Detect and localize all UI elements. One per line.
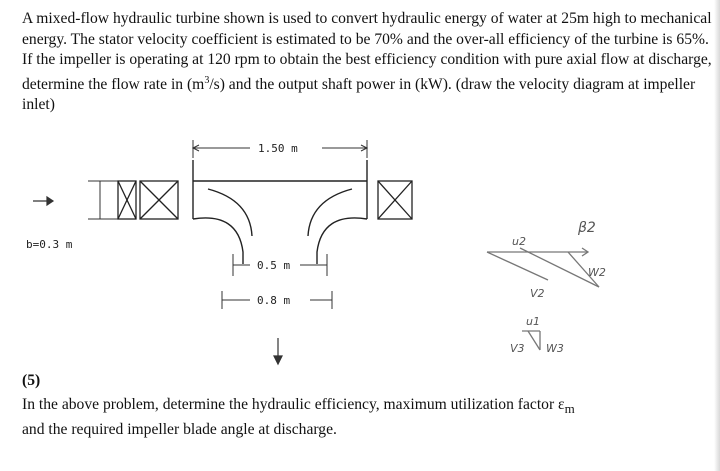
dimension-outlet-label: 0.8 m	[257, 294, 290, 307]
problem-text: A mixed-flow hydraulic turbine shown is …	[22, 10, 712, 93]
problem-text-end: /s) and the output shaft power in (kW). …	[22, 75, 696, 114]
question-number: (5)	[22, 372, 41, 389]
guide-vanes	[117, 180, 413, 220]
outflow-arrow	[273, 338, 283, 366]
dimension-outer-label: 1.50 m	[258, 142, 298, 155]
inflow-arrow	[33, 195, 55, 207]
runner	[192, 160, 368, 264]
unit-base: (m	[186, 75, 205, 93]
unit-superscript: 3	[204, 74, 210, 86]
dimension-outlet	[221, 291, 333, 309]
question-statement: In the above problem, determine the hydr…	[22, 395, 712, 440]
label-u2: u2	[512, 235, 526, 248]
label-v3: V3	[510, 342, 525, 355]
velocity-triangle-sketch	[486, 247, 600, 351]
question-subscript: m	[564, 401, 575, 417]
dimension-b-label: b=0.3 m	[26, 238, 73, 251]
label-u1: u1	[526, 315, 540, 328]
problem-statement: A mixed-flow hydraulic turbine shown is …	[22, 9, 712, 116]
dimension-inner-label: 0.5 m	[257, 259, 290, 272]
question-text: In the above problem, determine the hydr…	[22, 396, 565, 413]
label-beta2: β2	[577, 220, 596, 236]
label-w3: W3	[546, 342, 564, 355]
question-text-end: and the required impeller blade angle at…	[22, 420, 337, 438]
page-edge-shadow	[714, 0, 720, 471]
label-v2: V2	[530, 287, 545, 300]
label-w2: W2	[588, 266, 606, 279]
dimension-outer	[191, 140, 369, 158]
dimension-b	[88, 180, 118, 220]
dimension-inner	[232, 254, 328, 276]
